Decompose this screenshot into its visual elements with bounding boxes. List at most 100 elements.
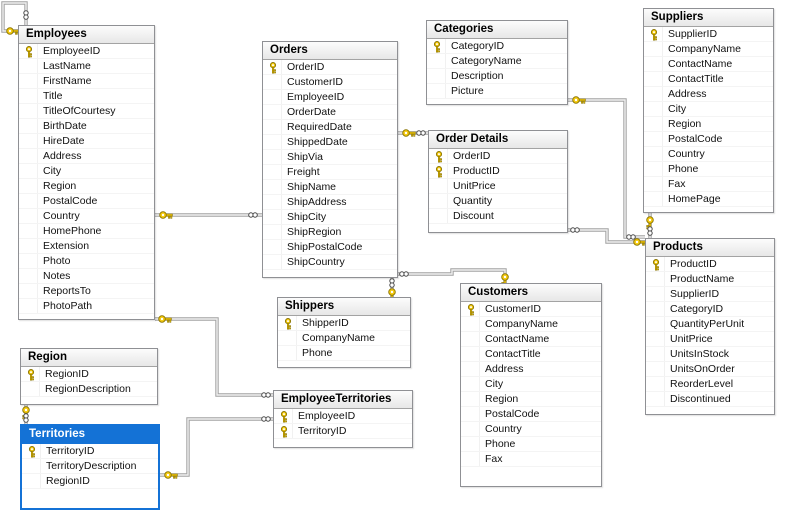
relationship-line-categories_products[interactable] — [568, 98, 645, 239]
column-row-shippostalcode[interactable]: ShipPostalCode — [263, 240, 397, 255]
column-row-companyname[interactable]: CompanyName — [644, 42, 773, 57]
column-row-territoryid[interactable]: TerritoryID — [274, 424, 412, 439]
column-row-titleofcourtesy[interactable]: TitleOfCourtesy — [19, 104, 154, 119]
relationship-line-territories_employee_territories[interactable] — [160, 417, 273, 477]
column-row-hiredate[interactable]: HireDate — [19, 134, 154, 149]
column-row-phone[interactable]: Phone — [461, 437, 601, 452]
column-row-shipcity[interactable]: ShipCity — [263, 210, 397, 225]
column-row-companyname[interactable]: CompanyName — [461, 317, 601, 332]
column-row-shipvia[interactable]: ShipVia — [263, 150, 397, 165]
column-row-orderdate[interactable]: OrderDate — [263, 105, 397, 120]
table-title-region[interactable]: Region — [21, 349, 157, 367]
column-row-orderid[interactable]: OrderID — [263, 60, 397, 75]
table-title-suppliers[interactable]: Suppliers — [644, 9, 773, 27]
column-row-quantityperunit[interactable]: QuantityPerUnit — [646, 317, 774, 332]
column-row-lastname[interactable]: LastName — [19, 59, 154, 74]
table-title-customers[interactable]: Customers — [461, 284, 601, 302]
column-row-reorderlevel[interactable]: ReorderLevel — [646, 377, 774, 392]
table-title-territories[interactable]: Territories — [22, 426, 158, 444]
column-row-phone[interactable]: Phone — [644, 162, 773, 177]
column-row-reportsto[interactable]: ReportsTo — [19, 284, 154, 299]
column-row-photo[interactable]: Photo — [19, 254, 154, 269]
column-row-customerid[interactable]: CustomerID — [461, 302, 601, 317]
relationship-line-customers_orders[interactable] — [398, 268, 507, 283]
column-row-city[interactable]: City — [461, 377, 601, 392]
column-row-postalcode[interactable]: PostalCode — [19, 194, 154, 209]
column-row-phone[interactable]: Phone — [278, 346, 410, 361]
table-title-employees[interactable]: Employees — [19, 26, 154, 44]
table-title-categories[interactable]: Categories — [427, 21, 567, 39]
column-row-freight[interactable]: Freight — [263, 165, 397, 180]
column-row-description[interactable]: Description — [427, 69, 567, 84]
table-title-shippers[interactable]: Shippers — [278, 298, 410, 316]
column-row-employeeid[interactable]: EmployeeID — [19, 44, 154, 59]
column-row-regionid[interactable]: RegionID — [21, 367, 157, 382]
column-row-homepage[interactable]: HomePage — [644, 192, 773, 207]
column-row-homephone[interactable]: HomePhone — [19, 224, 154, 239]
column-row-firstname[interactable]: FirstName — [19, 74, 154, 89]
column-row-orderid[interactable]: OrderID — [429, 149, 567, 164]
column-row-productname[interactable]: ProductName — [646, 272, 774, 287]
column-row-address[interactable]: Address — [644, 87, 773, 102]
column-row-postalcode[interactable]: PostalCode — [461, 407, 601, 422]
column-row-region[interactable]: Region — [19, 179, 154, 194]
column-row-region[interactable]: Region — [644, 117, 773, 132]
column-row-city[interactable]: City — [644, 102, 773, 117]
column-row-photopath[interactable]: PhotoPath — [19, 299, 154, 314]
column-row-territoryid[interactable]: TerritoryID — [22, 444, 158, 459]
column-row-shipname[interactable]: ShipName — [263, 180, 397, 195]
column-row-customerid[interactable]: CustomerID — [263, 75, 397, 90]
column-row-shipregion[interactable]: ShipRegion — [263, 225, 397, 240]
column-row-extension[interactable]: Extension — [19, 239, 154, 254]
column-row-unitprice[interactable]: UnitPrice — [646, 332, 774, 347]
column-row-birthdate[interactable]: BirthDate — [19, 119, 154, 134]
column-row-supplierid[interactable]: SupplierID — [646, 287, 774, 302]
column-row-categoryname[interactable]: CategoryName — [427, 54, 567, 69]
column-row-address[interactable]: Address — [19, 149, 154, 164]
column-row-shippeddate[interactable]: ShippedDate — [263, 135, 397, 150]
column-row-country[interactable]: Country — [461, 422, 601, 437]
column-row-companyname[interactable]: CompanyName — [278, 331, 410, 346]
column-row-fax[interactable]: Fax — [644, 177, 773, 192]
table-title-order_details[interactable]: Order Details — [429, 131, 567, 149]
column-row-region[interactable]: Region — [461, 392, 601, 407]
column-row-requireddate[interactable]: RequiredDate — [263, 120, 397, 135]
column-row-country[interactable]: Country — [644, 147, 773, 162]
column-row-country[interactable]: Country — [19, 209, 154, 224]
table-title-orders[interactable]: Orders — [263, 42, 397, 60]
column-row-fax[interactable]: Fax — [461, 452, 601, 467]
column-row-contactname[interactable]: ContactName — [461, 332, 601, 347]
column-row-notes[interactable]: Notes — [19, 269, 154, 284]
column-row-employeeid[interactable]: EmployeeID — [274, 409, 412, 424]
column-row-unitsinstock[interactable]: UnitsInStock — [646, 347, 774, 362]
table-title-employee_territories[interactable]: EmployeeTerritories — [274, 391, 412, 409]
column-row-territorydescription[interactable]: TerritoryDescription — [22, 459, 158, 474]
column-row-discontinued[interactable]: Discontinued — [646, 392, 774, 407]
relationship-line-employees_employee_territories[interactable] — [155, 317, 273, 397]
column-row-contacttitle[interactable]: ContactTitle — [461, 347, 601, 362]
column-row-picture[interactable]: Picture — [427, 84, 567, 99]
relationship-line-products_order_details[interactable] — [568, 228, 645, 244]
column-row-regionid[interactable]: RegionID — [22, 474, 158, 489]
table-title-products[interactable]: Products — [646, 239, 774, 257]
column-row-address[interactable]: Address — [461, 362, 601, 377]
column-row-contacttitle[interactable]: ContactTitle — [644, 72, 773, 87]
column-row-regiondescription[interactable]: RegionDescription — [21, 382, 157, 397]
column-row-contactname[interactable]: ContactName — [644, 57, 773, 72]
column-row-shipperid[interactable]: ShipperID — [278, 316, 410, 331]
column-row-title[interactable]: Title — [19, 89, 154, 104]
column-row-postalcode[interactable]: PostalCode — [644, 132, 773, 147]
column-row-shipaddress[interactable]: ShipAddress — [263, 195, 397, 210]
column-row-unitsonorder[interactable]: UnitsOnOrder — [646, 362, 774, 377]
column-row-shipcountry[interactable]: ShipCountry — [263, 255, 397, 270]
column-row-quantity[interactable]: Quantity — [429, 194, 567, 209]
